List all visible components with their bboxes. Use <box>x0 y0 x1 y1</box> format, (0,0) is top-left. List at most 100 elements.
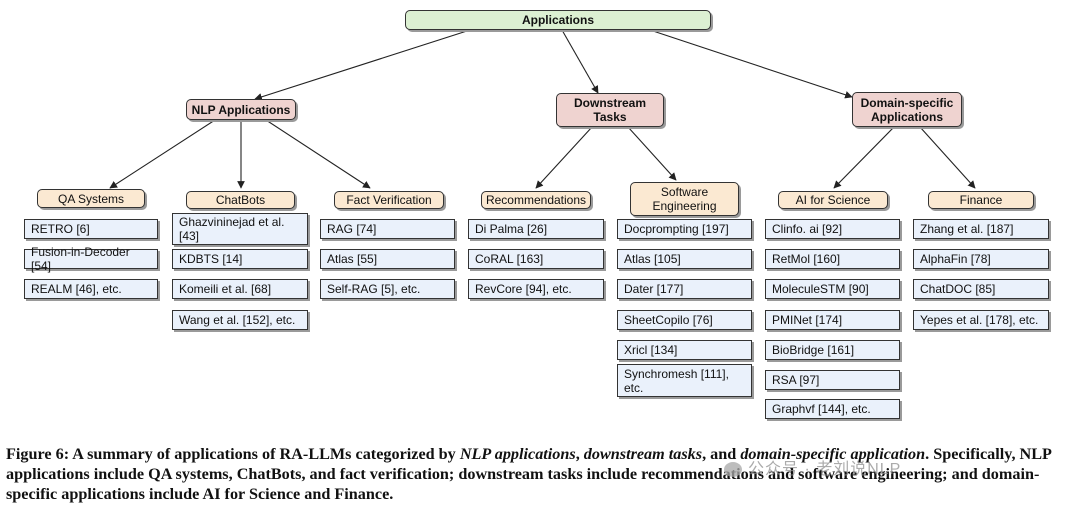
subcategory-label-fact: Fact Verification <box>346 193 432 207</box>
leaf-finance-yepes: Yepes et al. [178], etc. <box>913 310 1049 330</box>
leaf-label: Synchromesh [111], etc. <box>624 366 729 395</box>
leaf-label: SheetCopilo [76] <box>624 313 713 327</box>
category-label-downstream: Downstream Tasks <box>573 96 647 124</box>
subcategory-label-ai-science: AI for Science <box>795 193 871 207</box>
leaf-fact-rag: RAG [74] <box>320 219 455 239</box>
subcategory-label-finance: Finance <box>959 193 1003 207</box>
leaf-label: RSA [97] <box>772 373 820 387</box>
edge-nlp-qa <box>109 119 216 189</box>
leaf-label: Di Palma [26] <box>475 222 548 236</box>
subcategory-node-software: Software Engineering <box>630 182 739 216</box>
subcategory-label-software: Software Engineering <box>652 185 717 213</box>
leaf-label: Wang et al. [152], etc. <box>179 313 296 327</box>
leaf-finance-zhang: Zhang et al. [187] <box>913 219 1049 239</box>
leaf-label: MoleculeSTM [90] <box>772 282 869 296</box>
leaf-recs-revcore: RevCore [94], etc. <box>468 279 604 299</box>
leaf-label: Atlas [55] <box>327 252 378 266</box>
category-label-nlp: NLP Applications <box>191 102 291 117</box>
leaf-label: Self-RAG [5], etc. <box>327 282 421 296</box>
leaf-fact-selfrag: Self-RAG [5], etc. <box>320 279 455 299</box>
subcategory-label-recs: Recommendations <box>485 193 587 207</box>
watermark-text: 公众号 · 老刘说NLP <box>748 461 902 478</box>
leaf-ai-graphvf: Graphvf [144], etc. <box>765 399 900 419</box>
caption-separator: , <box>575 445 584 463</box>
leaf-ai-rsa: RSA [97] <box>765 370 900 390</box>
edge-nlp-fact <box>265 119 371 189</box>
leaf-label: Atlas [105] <box>624 252 681 266</box>
edge-domain-finance <box>919 126 976 189</box>
leaf-label: BioBridge [161] <box>772 343 855 357</box>
leaf-chatbots-komeili: Komeili et al. [68] <box>172 279 308 299</box>
leaf-label: ChatDOC [85] <box>920 282 996 296</box>
leaf-ai-pminet: PMINet [174] <box>765 310 900 330</box>
subcategory-label-qa: QA Systems <box>57 191 125 206</box>
leaf-label: KDBTS [14] <box>179 252 243 266</box>
leaf-ai-moleculestm: MoleculeSTM [90] <box>765 279 900 299</box>
subcategory-node-recs: Recommendations <box>481 191 591 209</box>
subcategory-label-chatbots: ChatBots <box>215 193 266 207</box>
subcategory-node-chatbots: ChatBots <box>186 191 295 209</box>
leaf-label: RetMol [160] <box>772 252 841 266</box>
caption-emphasis-nlp: NLP applications <box>459 445 576 463</box>
leaf-label: PMINet [174] <box>772 313 843 327</box>
subcategory-node-fact: Fact Verification <box>334 191 444 209</box>
leaf-label: Dater [177] <box>624 282 684 296</box>
edge-root-nlp <box>254 29 471 101</box>
leaf-qa-fid: Fusion-in-Decoder [54] <box>24 245 158 273</box>
caption-separator: , and <box>702 445 741 463</box>
subcategory-node-finance: Finance <box>928 191 1034 209</box>
figure-caption: Figure 6: A summary of applications of R… <box>6 444 1074 504</box>
caption-emphasis-downstream: downstream tasks <box>583 445 703 463</box>
leaf-finance-alphafin: AlphaFin [78] <box>913 249 1049 269</box>
leaf-fact-atlas: Atlas [55] <box>320 249 455 269</box>
leaf-label: RevCore [94], etc. <box>475 282 572 296</box>
root-node-applications: Applications <box>405 10 711 30</box>
leaf-software-synchromesh: Synchromesh [111], etc. <box>617 364 752 397</box>
leaf-software-docprompting: Docprompting [197] <box>617 219 752 239</box>
caption-prefix: Figure 6: A summary of applications of R… <box>6 445 460 463</box>
leaf-chatbots-kdbts: KDBTS [14] <box>172 249 308 269</box>
leaf-label: CoRAL [163] <box>475 252 544 266</box>
caption-suffix: . Specifically, NLP applications include… <box>6 445 1052 503</box>
leaf-ai-retmol: RetMol [160] <box>765 249 900 269</box>
leaf-software-atlas: Atlas [105] <box>617 249 752 269</box>
category-label-domain: Domain-specific Applications <box>860 95 954 124</box>
category-node-downstream: Downstream Tasks <box>556 93 664 127</box>
leaf-chatbots-ghazvininejad: Ghazvininejad et al. [43] <box>172 213 308 245</box>
leaf-software-xricl: Xricl [134] <box>617 340 752 360</box>
leaf-recs-coral: CoRAL [163] <box>468 249 604 269</box>
leaf-qa-retro: RETRO [6] <box>24 219 158 239</box>
leaf-label: REALM [46], etc. <box>31 282 122 296</box>
leaf-software-sheetcopilo: SheetCopilo [76] <box>617 310 752 330</box>
subcategory-node-ai-science: AI for Science <box>778 191 888 209</box>
leaf-finance-chatdoc: ChatDOC [85] <box>913 279 1049 299</box>
leaf-qa-realm: REALM [46], etc. <box>24 279 158 299</box>
leaf-chatbots-wang: Wang et al. [152], etc. <box>172 310 308 330</box>
edge-root-domain <box>649 29 853 99</box>
category-node-nlp: NLP Applications <box>186 99 296 120</box>
edge-root-downstream <box>561 29 599 94</box>
edge-downstream-software <box>627 126 677 181</box>
leaf-label: Docprompting [197] <box>624 222 729 236</box>
leaf-label: Graphvf [144], etc. <box>772 402 871 416</box>
leaf-label: AlphaFin [78] <box>920 252 991 266</box>
category-node-domain: Domain-specific Applications <box>852 92 962 127</box>
leaf-label: RETRO [6] <box>31 222 90 236</box>
watermark: 公众号 · 老刘说NLP <box>724 455 901 479</box>
leaf-label: Ghazvininejad et al. [43] <box>179 215 285 243</box>
wechat-icon <box>724 462 742 478</box>
root-label: Applications <box>521 13 594 27</box>
edge-downstream-recs <box>535 126 593 189</box>
leaf-label: Komeili et al. [68] <box>179 282 272 296</box>
leaf-label: Fusion-in-Decoder [54] <box>31 245 130 273</box>
leaf-label: RAG [74] <box>327 222 377 236</box>
leaf-label: Xricl [134] <box>624 343 678 357</box>
leaf-label: Zhang et al. [187] <box>920 222 1014 236</box>
leaf-recs-dipalma: Di Palma [26] <box>468 219 604 239</box>
leaf-label: Clinfo. ai [92] <box>772 222 843 236</box>
subcategory-node-qa: QA Systems <box>37 189 145 208</box>
leaf-ai-biobridge: BioBridge [161] <box>765 340 900 360</box>
edge-domain-ai <box>833 126 895 189</box>
caption-emphasis-domain: domain-specific application <box>740 445 926 463</box>
